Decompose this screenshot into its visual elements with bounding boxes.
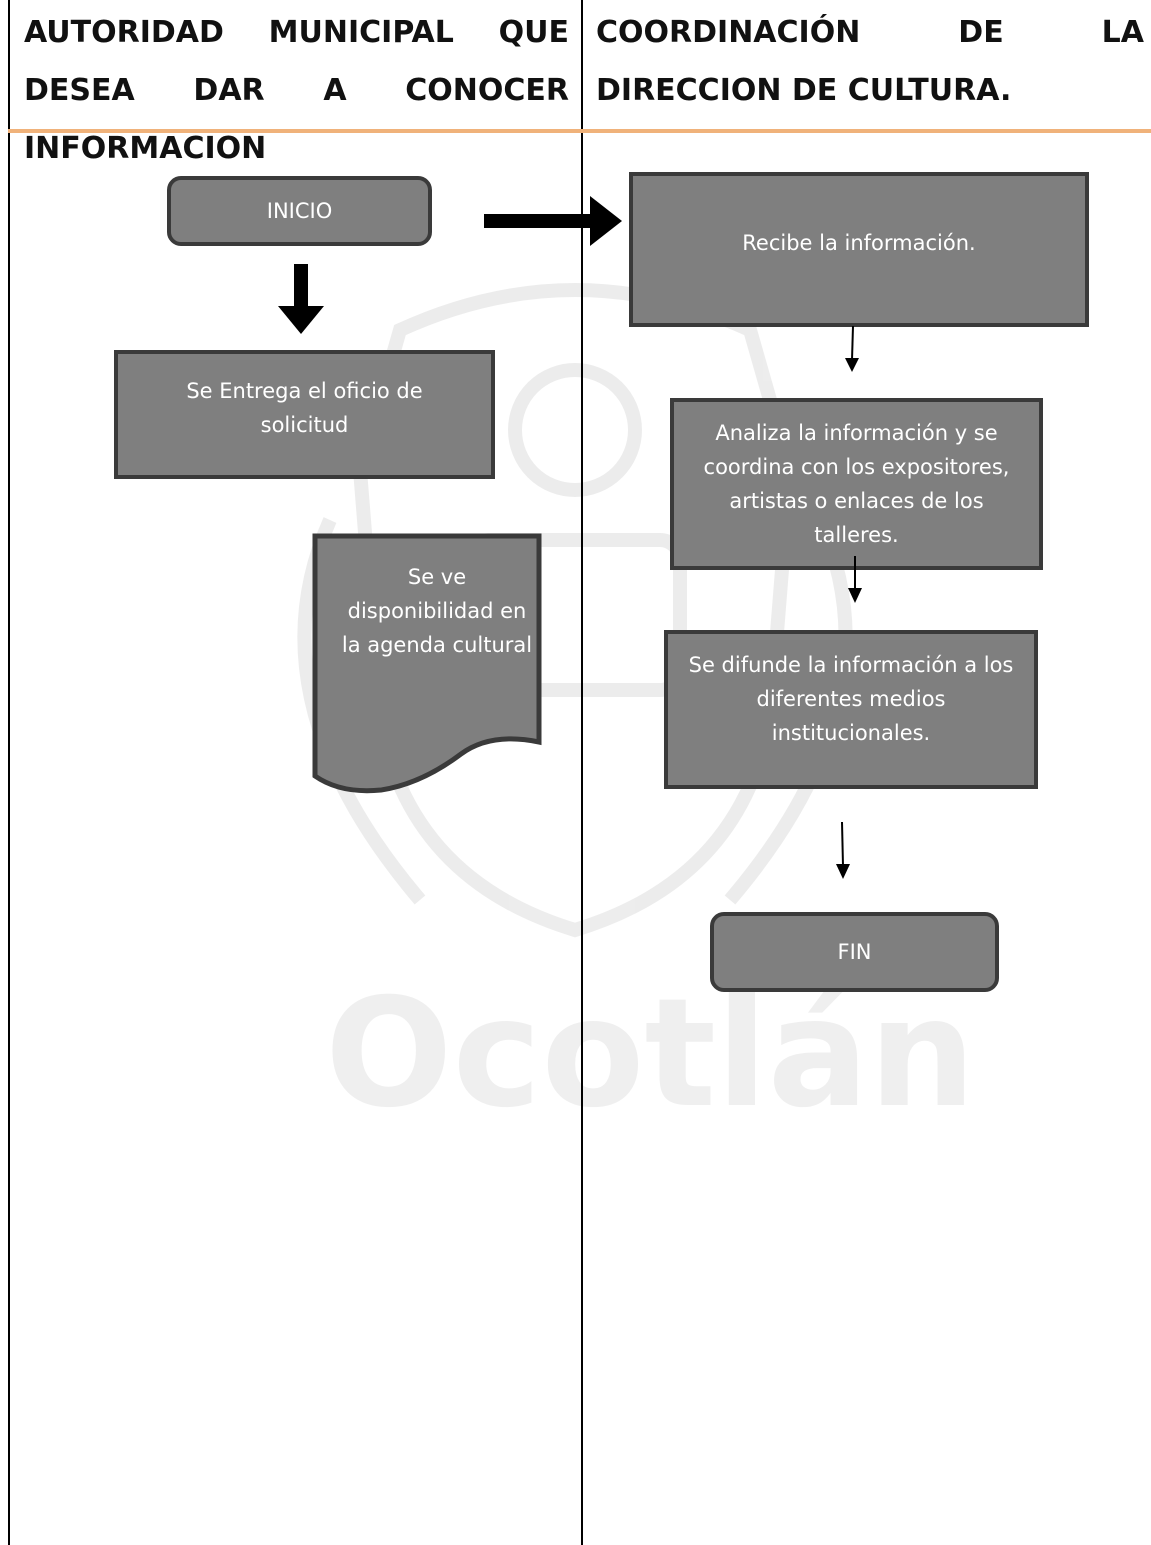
- agenda-document: Se ve disponibilidad en la agenda cultur…: [311, 532, 543, 742]
- arrow-spread-to-end: [836, 822, 850, 879]
- left-border-line: [8, 0, 10, 1545]
- start-label: INICIO: [266, 199, 333, 223]
- spread-info-label: Se difunde la información a los diferent…: [688, 653, 1014, 745]
- lane-divider: [581, 0, 583, 1545]
- end-terminator: FIN: [710, 912, 999, 992]
- end-label: FIN: [837, 940, 872, 964]
- arrow-receive-to-analyze: [845, 326, 859, 372]
- receive-info-process: Recibe la información.: [629, 172, 1089, 327]
- deliver-request-process: Se Entrega el oficio de solicitud: [114, 350, 495, 479]
- lane-header-autoridad: AUTORIDAD MUNICIPAL QUE DESEA DAR A CONO…: [24, 15, 569, 166]
- arrow-analyze-to-spread: [848, 556, 862, 603]
- analyze-info-process: Analiza la información y se coordina con…: [670, 398, 1043, 570]
- agenda-document-shape: [312, 533, 542, 794]
- header-divider: [8, 129, 1151, 133]
- analyze-info-label: Analiza la información y se coordina con…: [703, 421, 1010, 547]
- spread-info-process: Se difunde la información a los diferent…: [664, 630, 1038, 789]
- arrow-start-to-deliver: [278, 264, 324, 334]
- arrow-start-to-receive: [484, 196, 622, 246]
- deliver-request-label: Se Entrega el oficio de solicitud: [186, 379, 423, 437]
- receive-info-label: Recibe la información.: [742, 231, 976, 255]
- lane-header-cultura: COORDINACIÓN DE LA DIRECCION DE CULTURA.: [596, 15, 1144, 108]
- agenda-label: Se ve disponibilidad en la agenda cultur…: [341, 565, 533, 657]
- start-terminator: INICIO: [167, 176, 432, 246]
- watermark-text: Ocotlán: [325, 967, 976, 1141]
